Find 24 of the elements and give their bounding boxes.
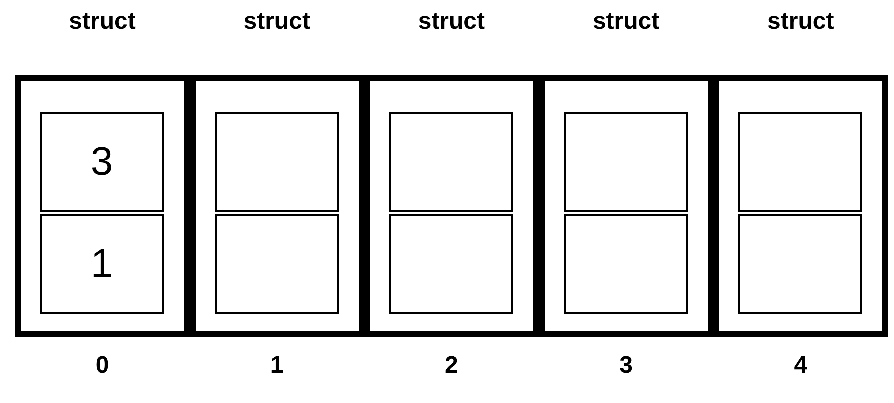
index-label: 2 xyxy=(444,354,460,378)
field-box xyxy=(40,112,164,212)
field-box xyxy=(564,112,688,212)
index-label: 0 xyxy=(94,354,110,378)
field-box xyxy=(214,112,339,212)
struct-heading: struct xyxy=(417,10,486,34)
struct-box xyxy=(713,75,888,337)
index-label: 3 xyxy=(618,354,634,378)
field-box xyxy=(738,112,862,212)
field-box xyxy=(389,214,514,314)
field-box xyxy=(389,112,514,212)
field-box xyxy=(738,214,862,314)
field-value: 1 xyxy=(90,244,114,284)
index-label: 1 xyxy=(269,354,285,378)
struct-heading: struct xyxy=(68,10,137,34)
field-box xyxy=(40,214,164,314)
field-value: 3 xyxy=(90,142,114,182)
struct-heading: struct xyxy=(592,10,661,34)
index-label: 4 xyxy=(793,354,809,378)
struct-box xyxy=(15,75,190,337)
struct-heading: struct xyxy=(242,10,312,34)
struct-heading: struct xyxy=(766,10,836,34)
field-box xyxy=(214,214,339,314)
field-box xyxy=(564,214,688,314)
